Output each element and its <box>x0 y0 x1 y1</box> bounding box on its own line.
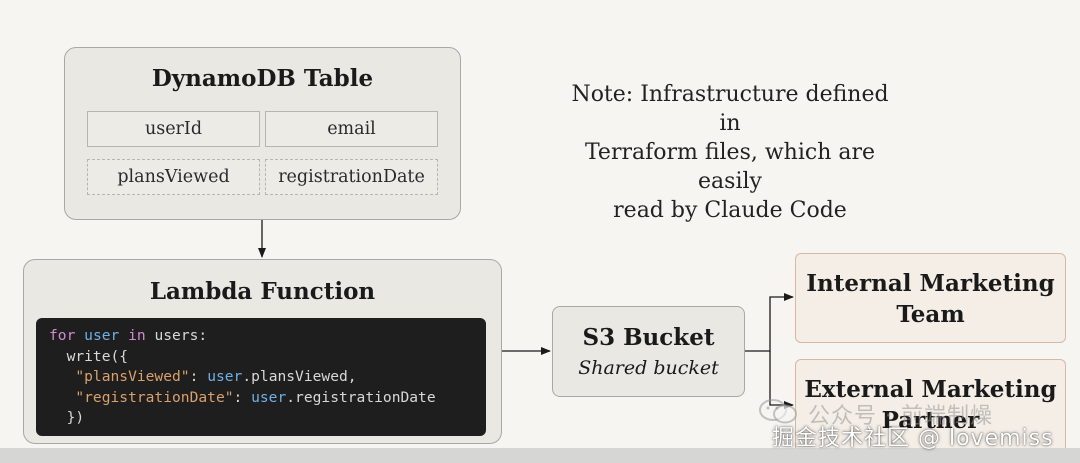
external-marketing-line2: Partner <box>881 407 980 434</box>
note-line3: read by Claude Code <box>613 198 847 223</box>
internal-marketing-line2: Team <box>896 301 965 328</box>
lambda-code-block: for user in users: write({ "plansViewed"… <box>36 318 486 436</box>
internal-marketing-line1: Internal Marketing <box>806 270 1055 297</box>
field-registrationdate: registrationDate <box>265 159 438 195</box>
internal-marketing-title: Internal Marketing Team <box>796 268 1065 330</box>
s3-subtitle: Shared bucket <box>578 357 719 379</box>
s3-title: S3 Bucket <box>582 324 715 351</box>
arrow-s3-to-internal <box>745 293 794 352</box>
arrow-s3-to-external <box>769 351 794 409</box>
field-plansviewed: plansViewed <box>87 159 260 195</box>
lambda-title: Lambda Function <box>149 278 376 305</box>
dynamodb-table-node: DynamoDB Table userId email plansViewed … <box>64 47 461 220</box>
internal-marketing-node: Internal Marketing Team <box>795 253 1066 343</box>
infrastructure-note: Note: Infrastructure defined in Terrafor… <box>560 80 900 225</box>
bottom-bar <box>0 448 1080 463</box>
note-line1: Note: Infrastructure defined in <box>571 82 889 136</box>
external-marketing-title: External Marketing Partner <box>796 374 1065 436</box>
s3-bucket-node: S3 Bucket Shared bucket <box>552 306 745 397</box>
lambda-function-node: Lambda Function for user in users: write… <box>23 259 502 444</box>
external-marketing-line1: External Marketing <box>804 376 1057 403</box>
field-email: email <box>265 111 438 147</box>
field-userid: userId <box>87 111 260 147</box>
external-marketing-node: External Marketing Partner <box>795 359 1066 463</box>
note-line2: Terraform files, which are easily <box>584 140 876 194</box>
dynamodb-title: DynamoDB Table <box>151 65 374 92</box>
